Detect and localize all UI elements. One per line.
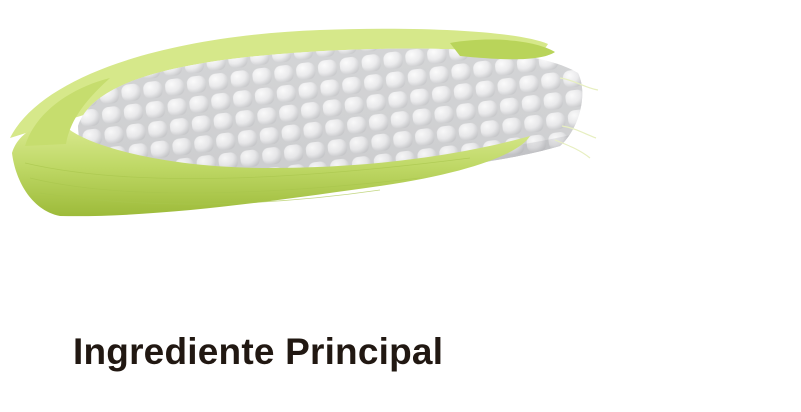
husk-front-leaf [12, 125, 530, 217]
section-title: Ingrediente Principal [73, 331, 444, 372]
husk-upper-leaf [25, 78, 110, 146]
husk-tip-leaf [450, 39, 555, 60]
hero-section [10, 28, 599, 217]
silk-strands [554, 77, 599, 159]
white-corn-cob-image [10, 28, 599, 217]
